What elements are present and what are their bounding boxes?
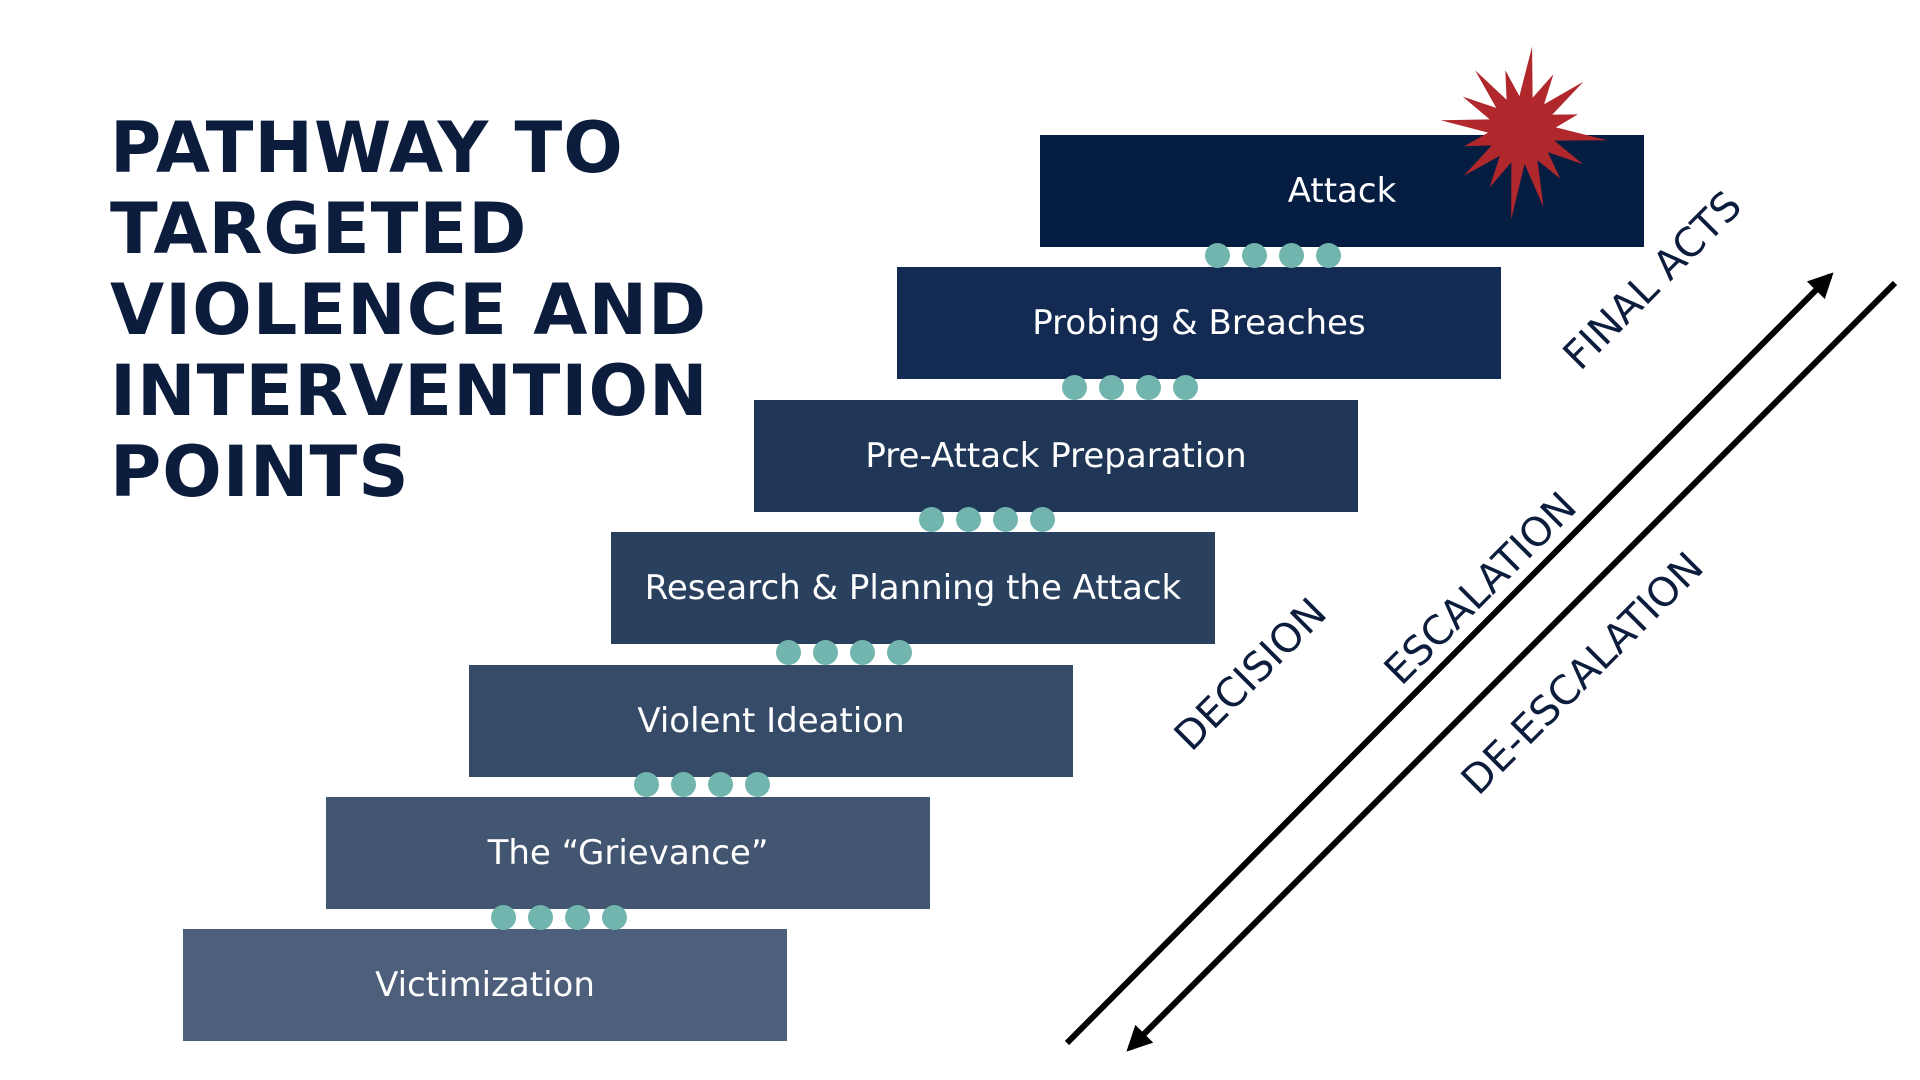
connector-dot [671, 772, 696, 797]
page-title: PATHWAY TO TARGETED VIOLENCE AND INTERVE… [110, 108, 750, 513]
phase-label-decision: DECISION [1166, 590, 1336, 760]
connector-dot [602, 905, 627, 930]
step-label: Pre-Attack Preparation [865, 436, 1247, 476]
connector-dot [1062, 375, 1087, 400]
connector-dot [565, 905, 590, 930]
connector-dot [1279, 243, 1304, 268]
arrow-up-right-icon [1064, 272, 1834, 1046]
connector-dot [956, 507, 981, 532]
connector-dot [1205, 243, 1230, 268]
step-probing-breaches: Probing & Breaches [897, 267, 1501, 379]
step-label: Probing & Breaches [1032, 303, 1366, 343]
connector-dot [776, 640, 801, 665]
connector-dot [491, 905, 516, 930]
step-label: Victimization [375, 965, 595, 1005]
connector-dot [1099, 375, 1124, 400]
connector-dots [634, 772, 770, 798]
title-line: POINTS [110, 431, 410, 513]
explosion-starburst-icon [1440, 46, 1608, 220]
connector-dot [993, 507, 1018, 532]
step-label: Violent Ideation [637, 701, 905, 741]
connector-dot [745, 772, 770, 797]
connector-dot [1136, 375, 1161, 400]
connector-dot [1173, 375, 1198, 400]
connector-dot [1030, 507, 1055, 532]
connector-dot [1242, 243, 1267, 268]
phase-label-final-acts: FINAL ACTS [1555, 183, 1751, 379]
connector-dots [919, 507, 1055, 533]
step-grievance: The “Grievance” [326, 797, 930, 909]
connector-dots [491, 905, 627, 931]
connector-dot [850, 640, 875, 665]
connector-dot [708, 772, 733, 797]
connector-dots [776, 640, 912, 666]
step-victimization: Victimization [183, 929, 787, 1041]
step-pre-attack-preparation: Pre-Attack Preparation [754, 400, 1358, 512]
connector-dot [528, 905, 553, 930]
title-line: TARGETED [110, 188, 528, 270]
connector-dots [1062, 375, 1198, 401]
step-research-planning: Research & Planning the Attack [611, 532, 1215, 644]
step-attack: Attack [1040, 135, 1644, 247]
step-label: Research & Planning the Attack [644, 568, 1182, 608]
connector-dots [1205, 243, 1341, 269]
step-label: The “Grievance” [487, 833, 769, 873]
step-violent-ideation: Violent Ideation [469, 665, 1073, 777]
step-label: Attack [1287, 171, 1397, 211]
connector-dot [887, 640, 912, 665]
connector-dot [634, 772, 659, 797]
title-line: INTERVENTION [110, 350, 709, 432]
arrow-down-left-icon [1126, 280, 1898, 1052]
connector-dot [1316, 243, 1341, 268]
connector-dot [813, 640, 838, 665]
title-line: VIOLENCE AND [110, 269, 708, 351]
connector-dot [919, 507, 944, 532]
title-line: PATHWAY TO [110, 107, 624, 189]
phase-label-escalation: ESCALATION [1376, 484, 1586, 694]
